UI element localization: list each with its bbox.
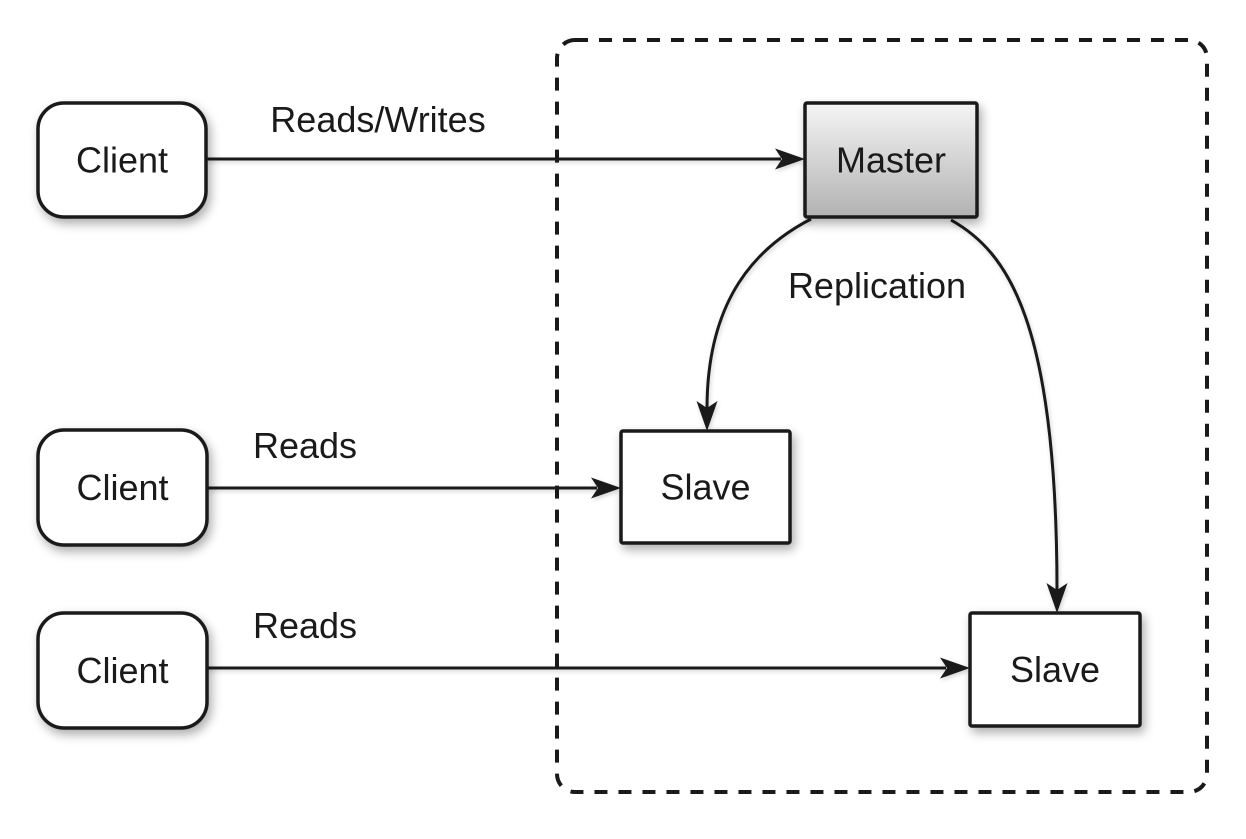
client-top-label: Client [76, 140, 168, 181]
node-slave-right: Slave [968, 611, 1142, 728]
edge-label-reads-bottom: Reads [253, 605, 357, 646]
replication-cluster-boundary [555, 38, 1209, 794]
edge-client-top-to-master: Reads/Writes [206, 99, 805, 170]
edge-label-reads-writes: Reads/Writes [270, 99, 485, 140]
edge-client-bottom-to-slave-right: Reads [207, 605, 970, 679]
slave-right-label: Slave [1010, 649, 1100, 690]
node-client-middle: Client [36, 428, 209, 547]
arrowhead-into-master [775, 148, 805, 170]
edge-label-replication: Replication [788, 265, 966, 306]
replication-curve-left [705, 217, 812, 410]
node-master: Master [803, 101, 979, 219]
client-bottom-label: Client [76, 650, 168, 691]
replication-curve-right [950, 218, 1059, 592]
node-slave-left: Slave [619, 429, 792, 545]
node-client-top: Client [36, 101, 208, 219]
master-label: Master [836, 140, 946, 181]
slave-right-box [968, 611, 1142, 728]
edge-label-reads-middle: Reads [253, 425, 357, 466]
arrowhead-onto-slave-right [1046, 583, 1068, 613]
slave-left-label: Slave [660, 467, 750, 508]
edge-client-middle-to-slave-left: Reads [207, 425, 621, 499]
edge-master-to-slaves: Replication [696, 217, 1068, 613]
slave-left-box [619, 429, 792, 545]
arrowhead-into-slave-left [591, 477, 621, 499]
node-client-bottom: Client [36, 611, 209, 730]
client-bottom-box [36, 611, 209, 730]
client-top-box [36, 101, 208, 219]
client-middle-box [36, 428, 209, 547]
arrowhead-onto-slave-left [696, 401, 718, 431]
client-middle-label: Client [76, 467, 168, 508]
master-box [803, 101, 979, 219]
arrowhead-into-slave-right [940, 657, 970, 679]
